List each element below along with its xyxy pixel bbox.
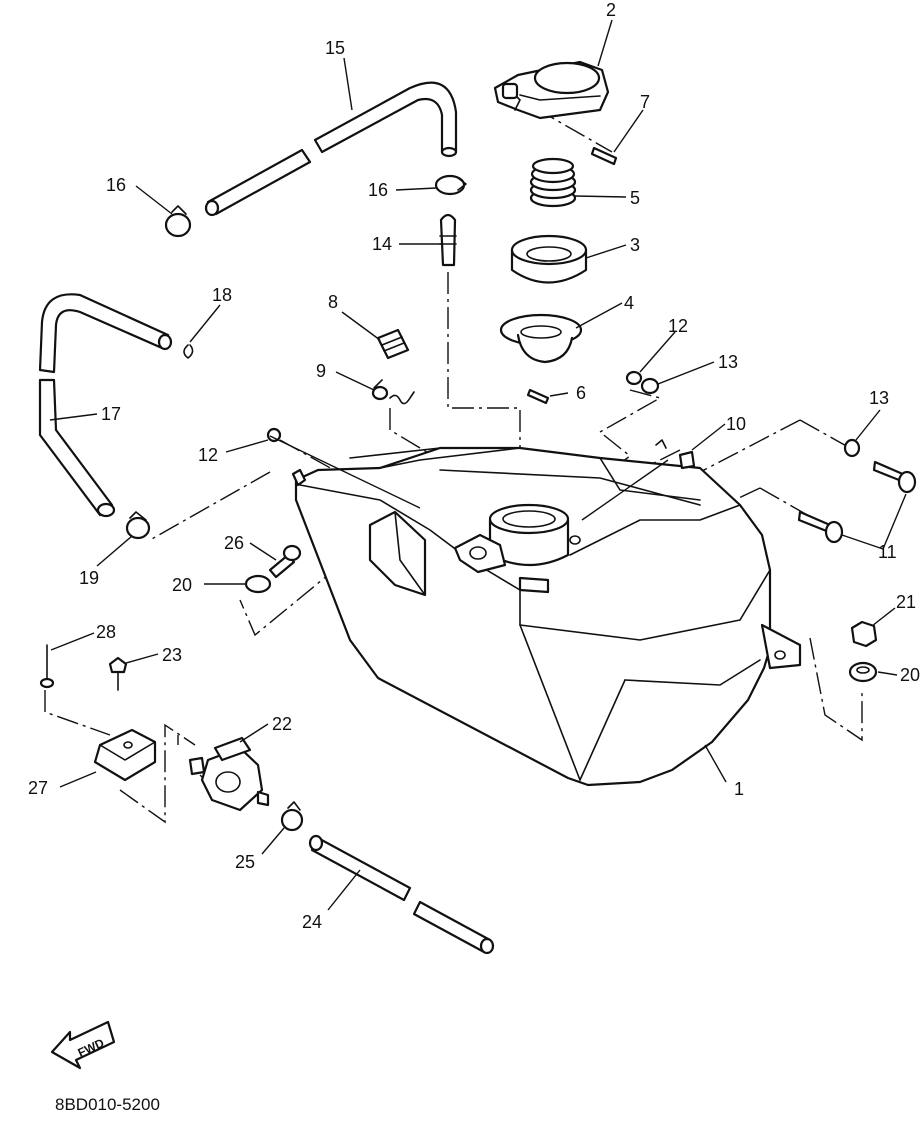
callout-14: 14 (372, 234, 392, 254)
callout-5: 5 (630, 188, 640, 208)
callout-24: 24 (302, 912, 322, 932)
spring-clip-9 (371, 379, 415, 405)
filler-seat (499, 313, 583, 364)
callout-25: 25 (235, 852, 255, 872)
nut-21 (850, 620, 878, 648)
hose-clamp-25 (280, 801, 304, 832)
hose-clamp-16-center (434, 174, 467, 196)
washer-20-left (244, 574, 272, 594)
bracket-27 (93, 728, 157, 782)
leader-lines (49, 19, 907, 911)
callout-6: 6 (576, 383, 586, 403)
clip-8 (376, 328, 410, 360)
callout-26: 26 (224, 533, 244, 553)
callout-9: 9 (316, 361, 326, 381)
callout-11: 11 (878, 542, 897, 562)
clip-10 (655, 439, 696, 470)
pin-6 (526, 388, 550, 405)
ring-gasket (510, 234, 588, 284)
callout-12-right: 12 (668, 316, 688, 336)
callout-27: 27 (28, 778, 48, 798)
breather-hose (204, 81, 458, 217)
callout-4: 4 (624, 293, 634, 313)
callout-13-far-right: 13 (869, 388, 889, 408)
callout-17: 17 (101, 404, 121, 424)
hose-joint (439, 213, 457, 267)
callout-7: 7 (640, 92, 650, 112)
callout-10: 10 (726, 414, 746, 434)
bolt-11-upper (872, 460, 917, 494)
callout-20-right: 20 (900, 665, 920, 685)
callout-16-center: 16 (368, 180, 388, 200)
clip-18 (183, 344, 194, 359)
fwd-arrow-icon: FWD (50, 1020, 116, 1070)
hose-clamp-19 (125, 511, 151, 540)
washer-12-right (625, 370, 643, 386)
callout-2: 2 (606, 0, 616, 20)
bolt-23 (108, 656, 128, 691)
spring (529, 157, 577, 208)
callout-23: 23 (162, 645, 182, 665)
callout-22: 22 (272, 714, 292, 734)
washer-20-right (848, 661, 878, 683)
hose-clamp-16-left (164, 205, 192, 238)
callout-numbers: 2 7 5 3 4 6 12 13 10 13 11 15 16 16 14 8… (28, 0, 920, 932)
washer-13-far-right (843, 438, 861, 458)
rivet-28 (39, 644, 55, 689)
callout-13-right: 13 (718, 352, 738, 372)
fuel-tank (291, 446, 802, 787)
callout-12-left: 12 (198, 445, 218, 465)
callout-18: 18 (212, 285, 232, 305)
callout-19: 19 (79, 568, 99, 588)
callout-20-left: 20 (172, 575, 192, 595)
washer-12-left (266, 427, 282, 443)
washer-13-right (640, 377, 660, 395)
callout-16-left: 16 (106, 175, 126, 195)
fuel-cock-22 (188, 736, 270, 812)
callout-15: 15 (325, 38, 345, 58)
callout-3: 3 (630, 235, 640, 255)
drawing-code: 8BD010-5200 (55, 1095, 160, 1114)
fuel-hose-24 (308, 834, 495, 955)
callout-21: 21 (896, 592, 916, 612)
pin-7 (590, 146, 618, 166)
bolt-11-lower (797, 510, 844, 544)
hose-17 (38, 293, 173, 518)
bolt-26 (268, 544, 302, 579)
callout-1: 1 (734, 779, 744, 799)
callout-28: 28 (96, 622, 116, 642)
callout-8: 8 (328, 292, 338, 312)
fuel-cap (493, 60, 610, 120)
